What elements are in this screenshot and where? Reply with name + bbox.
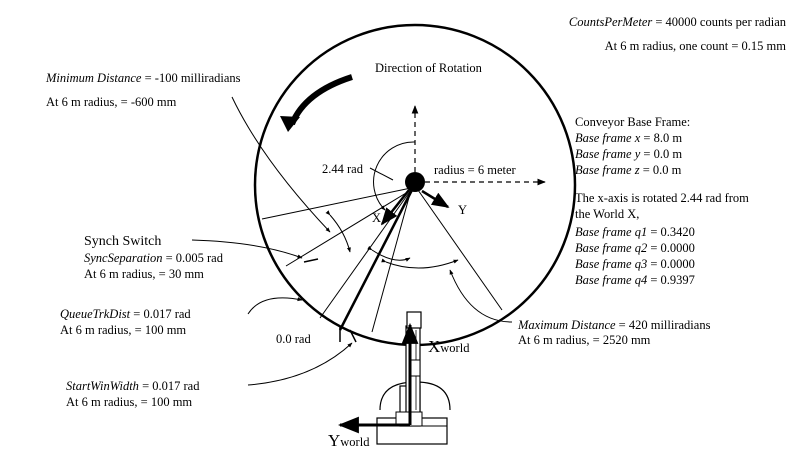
base-frame-q4: Base frame q4 = 0.9397 bbox=[575, 273, 695, 287]
rotation-label: Direction of Rotation bbox=[375, 61, 483, 75]
rotation-arrow-icon bbox=[289, 74, 353, 126]
maximum-distance-note: At 6 m radius, = 2520 mm bbox=[518, 333, 651, 347]
start-tick bbox=[349, 329, 357, 343]
x-world-label: Xworld bbox=[428, 337, 470, 356]
queue-dist-line bbox=[319, 189, 412, 319]
rotation-note-line1: The x-axis is rotated 2.44 rad from bbox=[575, 191, 749, 205]
base-x-label: X bbox=[372, 211, 381, 225]
zero-rad-line bbox=[338, 187, 415, 331]
maximum-distance-text: Maximum Distance = 420 milliradians bbox=[517, 318, 711, 332]
counts-per-meter-note: At 6 m radius, one count = 0.15 mm bbox=[605, 39, 787, 53]
start-win-leader bbox=[247, 342, 353, 386]
counts-per-meter-text: CountsPerMeter = 40000 counts per radian bbox=[569, 15, 787, 29]
sync-tick bbox=[303, 258, 319, 263]
conveyor-center-hub bbox=[405, 172, 425, 192]
base-frame-title: Conveyor Base Frame: bbox=[575, 115, 690, 129]
sync-separation-note: At 6 m radius, = 30 mm bbox=[84, 267, 204, 281]
angle-leader bbox=[369, 167, 394, 181]
zero-rad-label: 0.0 rad bbox=[276, 332, 311, 346]
sync-separation-text: SyncSeparation = 0.005 rad bbox=[84, 251, 224, 265]
angle-arc bbox=[373, 141, 416, 211]
queue-dist-leader bbox=[247, 297, 303, 315]
minimum-distance-leader bbox=[231, 96, 331, 233]
base-y-label: Y bbox=[458, 203, 467, 217]
rotation-arrowhead-icon bbox=[280, 116, 300, 132]
radius-label: radius = 6 meter bbox=[434, 163, 517, 177]
window-arc-1 bbox=[325, 210, 351, 253]
base-frame-q1: Base frame q1 = 0.3420 bbox=[575, 225, 695, 239]
maximum-distance-line bbox=[417, 189, 503, 311]
base-frame-y: Base frame y = 0.0 m bbox=[575, 147, 682, 161]
minimum-distance-line bbox=[261, 187, 412, 220]
rotation-note-line2: the World X, bbox=[575, 207, 639, 221]
start-win-width-note: At 6 m radius, = 100 mm bbox=[66, 395, 192, 409]
base-frame-q2: Base frame q2 = 0.0000 bbox=[575, 241, 695, 255]
maximum-window-arc bbox=[381, 258, 459, 269]
base-y-axis bbox=[421, 189, 450, 209]
base-frame-q3: Base frame q3 = 0.0000 bbox=[575, 257, 695, 271]
minimum-distance-note: At 6 m radius, = -600 mm bbox=[46, 95, 177, 109]
start-win-width-text: StartWinWidth = 0.017 rad bbox=[66, 379, 200, 393]
maximum-distance-leader bbox=[449, 269, 513, 323]
queue-trk-dist-note: At 6 m radius, = 100 mm bbox=[60, 323, 186, 337]
y-world-label: Yworld bbox=[328, 431, 370, 450]
sync-switch-leader bbox=[191, 239, 303, 259]
base-x-axis bbox=[380, 189, 410, 226]
base-frame-z: Base frame z = 0.0 m bbox=[575, 163, 682, 177]
base-frame-x: Base frame x = 8.0 m bbox=[575, 131, 682, 145]
queue-trk-dist-text: QueueTrkDist = 0.017 rad bbox=[60, 307, 191, 321]
sync-switch-title: Synch Switch bbox=[84, 234, 161, 249]
minimum-distance-text: Minimum Distance = -100 milliradians bbox=[45, 71, 241, 85]
angle-label: 2.44 rad bbox=[322, 162, 364, 176]
